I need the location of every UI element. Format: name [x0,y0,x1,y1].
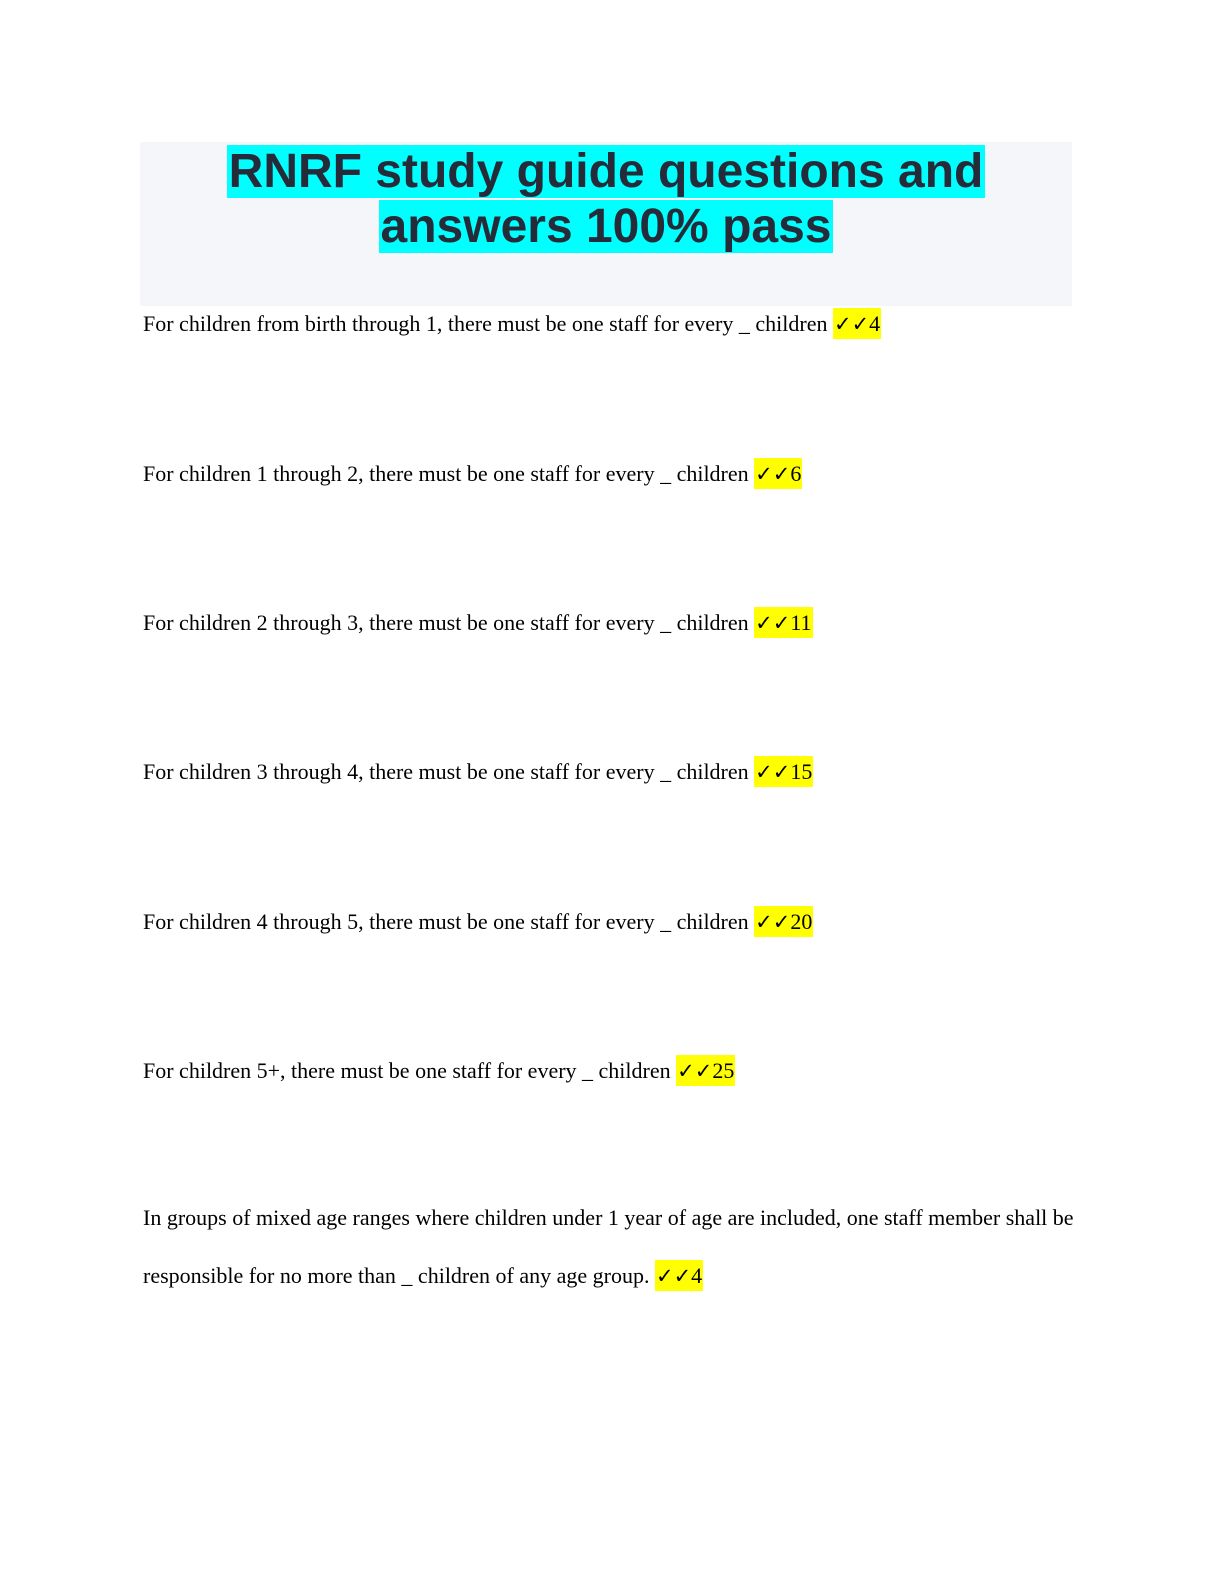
answer-value: 4 [691,1263,703,1288]
answer-value: 4 [869,311,881,336]
qa-item-3: For children 2 through 3, there must be … [143,594,1083,652]
qa-item-6: For children 5+, there must be one staff… [143,1042,1083,1100]
question-text: For children 3 through 4, there must be … [143,759,755,784]
question-text: For children 5+, there must be one staff… [143,1058,677,1083]
double-check-icon: ✓✓ [755,462,791,486]
question-text: In groups of mixed age ranges where chil… [143,1205,1074,1288]
document-title: RNRF study guide questions and answers 1… [140,142,1072,254]
answer-value: 20 [790,909,813,934]
question-text: For children from birth through 1, there… [143,311,833,336]
question-text: For children 2 through 3, there must be … [143,610,755,635]
answer-highlight: ✓✓4 [832,308,882,339]
answer-highlight: ✓✓15 [754,756,814,787]
answer-value: 25 [712,1058,735,1083]
qa-item-4: For children 3 through 4, there must be … [143,743,1083,801]
qa-item-7: In groups of mixed age ranges where chil… [143,1189,1083,1305]
answer-highlight: ✓✓4 [654,1260,704,1291]
qa-item-2: For children 1 through 2, there must be … [143,445,1083,503]
answer-highlight: ✓✓25 [676,1055,736,1086]
question-text: For children 4 through 5, there must be … [143,909,755,934]
double-check-icon: ✓✓ [677,1059,713,1083]
question-text: For children 1 through 2, there must be … [143,461,755,486]
answer-highlight: ✓✓6 [754,458,803,489]
qa-item-1: For children from birth through 1, there… [143,295,1083,353]
answer-value: 6 [790,461,802,486]
answer-highlight: ✓✓11 [754,607,813,638]
double-check-icon: ✓✓ [755,760,791,784]
double-check-icon: ✓✓ [655,1264,692,1288]
answer-highlight: ✓✓20 [754,906,814,937]
double-check-icon: ✓✓ [755,910,791,934]
document-title-text: RNRF study guide questions and answers 1… [226,145,986,253]
qa-item-5: For children 4 through 5, there must be … [143,893,1083,951]
double-check-icon: ✓✓ [755,611,791,635]
answer-value: 15 [790,759,813,784]
title-block: RNRF study guide questions and answers 1… [140,142,1072,306]
double-check-icon: ✓✓ [833,312,870,336]
answer-value: 11 [790,610,812,635]
